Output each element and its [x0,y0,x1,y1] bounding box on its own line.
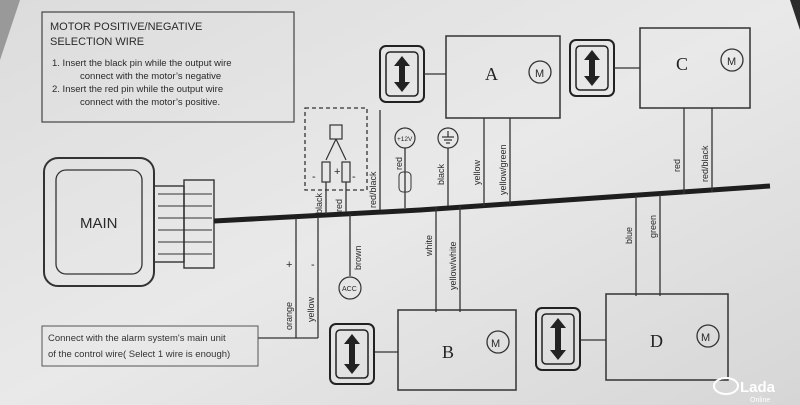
wire-label-blue-d: blue [624,227,634,244]
logo-subtext: Online [750,397,770,404]
main-unit-label: MAIN [80,215,118,232]
motor-b-box [397,309,517,391]
motor-c-group: C M [569,27,751,109]
acc-terminal [338,276,362,300]
connector-housing [183,179,215,269]
motor-b-wires [435,206,461,312]
motor-c-icon [720,48,744,72]
polarity-minus-sign-right: - [352,171,356,183]
connector-pins [158,193,212,255]
motor-d-icon [696,324,720,348]
alarm-input-wires [258,217,319,339]
instruction-title-line1: MOTOR POSITIVE/NEGATIVE [50,21,202,33]
actuator-b-switch [329,323,375,385]
instruction-box [41,11,295,123]
up-down-arrow-icon [584,50,600,86]
motor-c-label: C [676,54,688,74]
ground-icon [442,131,454,144]
motor-a-label: A [485,64,498,84]
motor-b-label: B [442,342,454,362]
wire-label-red-selector: red [334,199,344,212]
alarm-note-line1: Connect with the alarm system's main uni… [48,333,226,344]
motor-d-m: M [701,332,710,344]
alarm-note-line2: of the control wire( Select 1 wire is en… [48,349,230,360]
motor-d-group: D M [535,293,729,381]
wire-label-brown: brown [353,245,363,270]
motor-a-group: A M [379,35,561,119]
motor-b-group: B M [329,309,517,391]
motor-b-icon [486,330,510,354]
polarity-selector-box [304,107,368,191]
motor-b-m: M [491,338,500,350]
yellow-minus-sign: - [311,259,315,271]
main-unit-inner [55,169,143,275]
motor-c-box [639,27,751,109]
wire-label-orange: orange [284,302,294,330]
orange-plus-sign: + [286,259,292,271]
motor-a-m: M [535,68,544,80]
wire-label-white-b: white [424,235,434,257]
wire-label-green-d: green [648,215,658,238]
up-down-arrow-icon [344,334,360,374]
motor-d-label: D [650,331,663,351]
motor-d-box [605,293,729,381]
logo-text: Lada [740,379,776,396]
wire-label-yellow-white-b: yellow/white [448,241,458,290]
wire-label-yellow-alarm: yellow [306,296,316,322]
wire-label-yellow-a: yellow [472,159,482,185]
motor-c-m: M [727,56,736,68]
main-harness [213,183,771,224]
wire-label-red-c: red [672,159,682,172]
selector-wires [325,110,381,214]
motor-a-box [445,35,561,119]
paper-corner-shadow [0,0,20,60]
motor-d-wires [635,194,661,296]
wire-label-yellow-green-a: yellow/green [498,144,508,195]
instruction-step2-line2: connect with the motor’s positive. [80,97,220,108]
acc-label: ACC [342,286,357,293]
wire-label-red-power: red [394,157,404,170]
motor-a-icon [528,60,552,84]
instruction-title-line2: SELECTION WIRE [50,36,144,48]
polarity-minus-sign: - [312,171,316,183]
polarity-plus-sign: + [334,166,340,178]
instruction-step1-line2: connect with the motor’s negative [80,71,221,82]
wire-label-red-black-main: red/black [368,171,378,208]
actuator-d-switch [535,307,581,371]
up-down-arrow-icon [550,318,566,360]
wire-label-red-black-c: red/black [700,145,710,182]
wire-label-black-selector: black [314,192,324,214]
alarm-note-box [41,325,259,367]
lada-online-logo: Lada Online [713,377,776,404]
up-down-arrow-icon [394,56,410,92]
plus-12v-label: +12V [397,136,413,143]
motor-a-wires [483,118,511,206]
wire-label-black-ground: black [436,163,446,185]
motor-c-wires [683,108,713,194]
instruction-step2-line1: 2. Insert the red pin while the output w… [52,84,223,95]
fuse-icon [398,171,412,193]
instruction-step1-line1: 1. Insert the black pin while the output… [52,58,232,69]
